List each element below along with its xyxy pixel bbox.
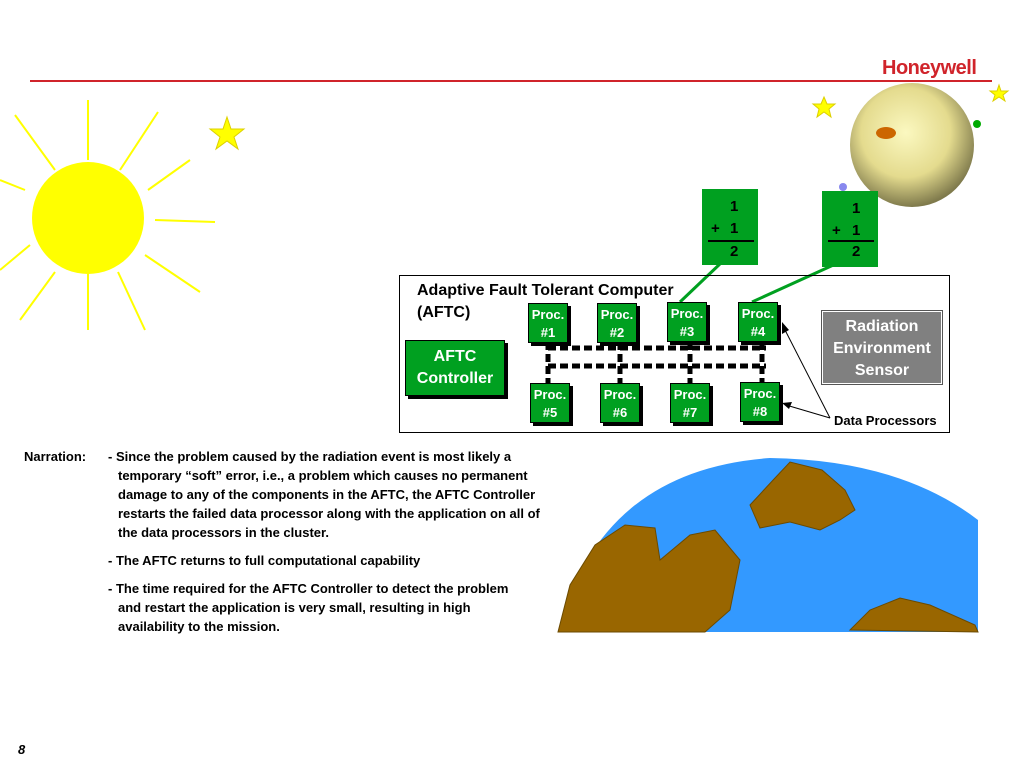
sum-callout-2: 1 + 1 2 [822, 191, 878, 267]
processor-3: Proc. #3 [667, 302, 707, 342]
header-rule [30, 80, 992, 82]
narration-line: damage to any of the components in the A… [118, 487, 536, 502]
sensor-line1: Radiation [845, 318, 919, 335]
processor-number: #7 [682, 405, 698, 420]
processor-5: Proc. #5 [530, 383, 570, 423]
sum-operator: + [711, 220, 720, 237]
aftc-title: Adaptive Fault Tolerant Computer (AFTC) [417, 280, 674, 324]
narration-bullet-2: - The AFTC returns to full computational… [108, 551, 588, 570]
moon-icon [850, 83, 974, 207]
data-processors-label: Data Processors [834, 413, 937, 428]
aftc-title-line1: Adaptive Fault Tolerant Computer [417, 282, 674, 299]
processor-label: Proc. [600, 307, 634, 322]
green-dot [973, 120, 981, 128]
aftc-frame [399, 275, 950, 433]
sum-operand-b: 1 [852, 222, 861, 239]
narration-line: - The AFTC returns to full computational… [108, 553, 421, 568]
processor-number: #8 [752, 404, 768, 419]
processor-label: Proc. [533, 387, 567, 402]
sum-result: 2 [852, 243, 861, 260]
star-icon [988, 83, 1010, 103]
aftc-controller: AFTC Controller [405, 340, 505, 396]
processor-label: Proc. [670, 306, 704, 321]
moon-spot [876, 127, 896, 139]
processor-6: Proc. #6 [600, 383, 640, 423]
page-number: 8 [18, 742, 26, 757]
processor-number: #6 [612, 405, 628, 420]
processor-label: Proc. [531, 307, 565, 322]
sensor-line3: Sensor [854, 362, 910, 379]
star-icon [811, 95, 837, 119]
narration-line: availability to the mission. [118, 619, 280, 634]
processor-number: #4 [750, 324, 766, 339]
controller-line1: AFTC [433, 348, 477, 365]
controller-line2: Controller [416, 370, 494, 387]
narration-bullet-1: - Since the problem caused by the radiat… [108, 447, 588, 542]
star-icon [208, 115, 246, 151]
sum-operator: + [832, 222, 841, 239]
sun-rays [0, 100, 216, 331]
sum-operand-b: 1 [730, 220, 739, 237]
callout-connector [751, 260, 841, 304]
earth-land [848, 597, 979, 633]
data-processors-arrows [783, 327, 831, 419]
earth-land [557, 524, 741, 633]
arrow-head [782, 402, 792, 409]
narration-line: temporary “soft” error, i.e., a problem … [118, 468, 528, 483]
sum-operand-a: 1 [852, 200, 861, 217]
narration-line: - The time required for the AFTC Control… [108, 581, 509, 596]
sun-icon [32, 162, 144, 274]
sum-result: 2 [730, 243, 739, 260]
sum-line [828, 240, 874, 242]
processor-8: Proc. #8 [740, 382, 780, 422]
blue-dot [839, 183, 847, 191]
narration-bullet-3: - The time required for the AFTC Control… [108, 579, 588, 636]
processor-2: Proc. #2 [597, 303, 637, 343]
callout-connector [678, 260, 724, 304]
narration-line: and restart the application is very smal… [118, 600, 471, 615]
earth-land [749, 461, 856, 531]
processor-label: Proc. [741, 306, 775, 321]
honeywell-logo: Honeywell [882, 57, 977, 79]
narration-line: the data processors in the cluster. [118, 525, 329, 540]
processor-number: #5 [542, 405, 558, 420]
sum-line [708, 240, 754, 242]
sum-operand-a: 1 [730, 198, 739, 215]
processor-7: Proc. #7 [670, 383, 710, 423]
sensor-line2: Environment [833, 340, 931, 357]
sum-callout-1: 1 + 1 2 [702, 189, 758, 265]
aftc-title-line2: (AFTC) [417, 304, 471, 321]
processor-4: Proc. #4 [738, 302, 778, 342]
processor-label: Proc. [603, 387, 637, 402]
processor-number: #1 [540, 325, 556, 340]
processor-label: Proc. [743, 386, 777, 401]
narration-line: restarts the failed data processor along… [118, 506, 540, 521]
processor-bus [545, 342, 766, 386]
radiation-sensor: Radiation Environment Sensor [821, 310, 943, 385]
processor-label: Proc. [673, 387, 707, 402]
narration-label: Narration: [24, 449, 87, 464]
processor-1: Proc. #1 [528, 303, 568, 343]
processor-number: #2 [609, 325, 625, 340]
narration-line: - Since the problem caused by the radiat… [108, 449, 512, 464]
processor-number: #3 [679, 324, 695, 339]
arrow-head [782, 322, 789, 334]
